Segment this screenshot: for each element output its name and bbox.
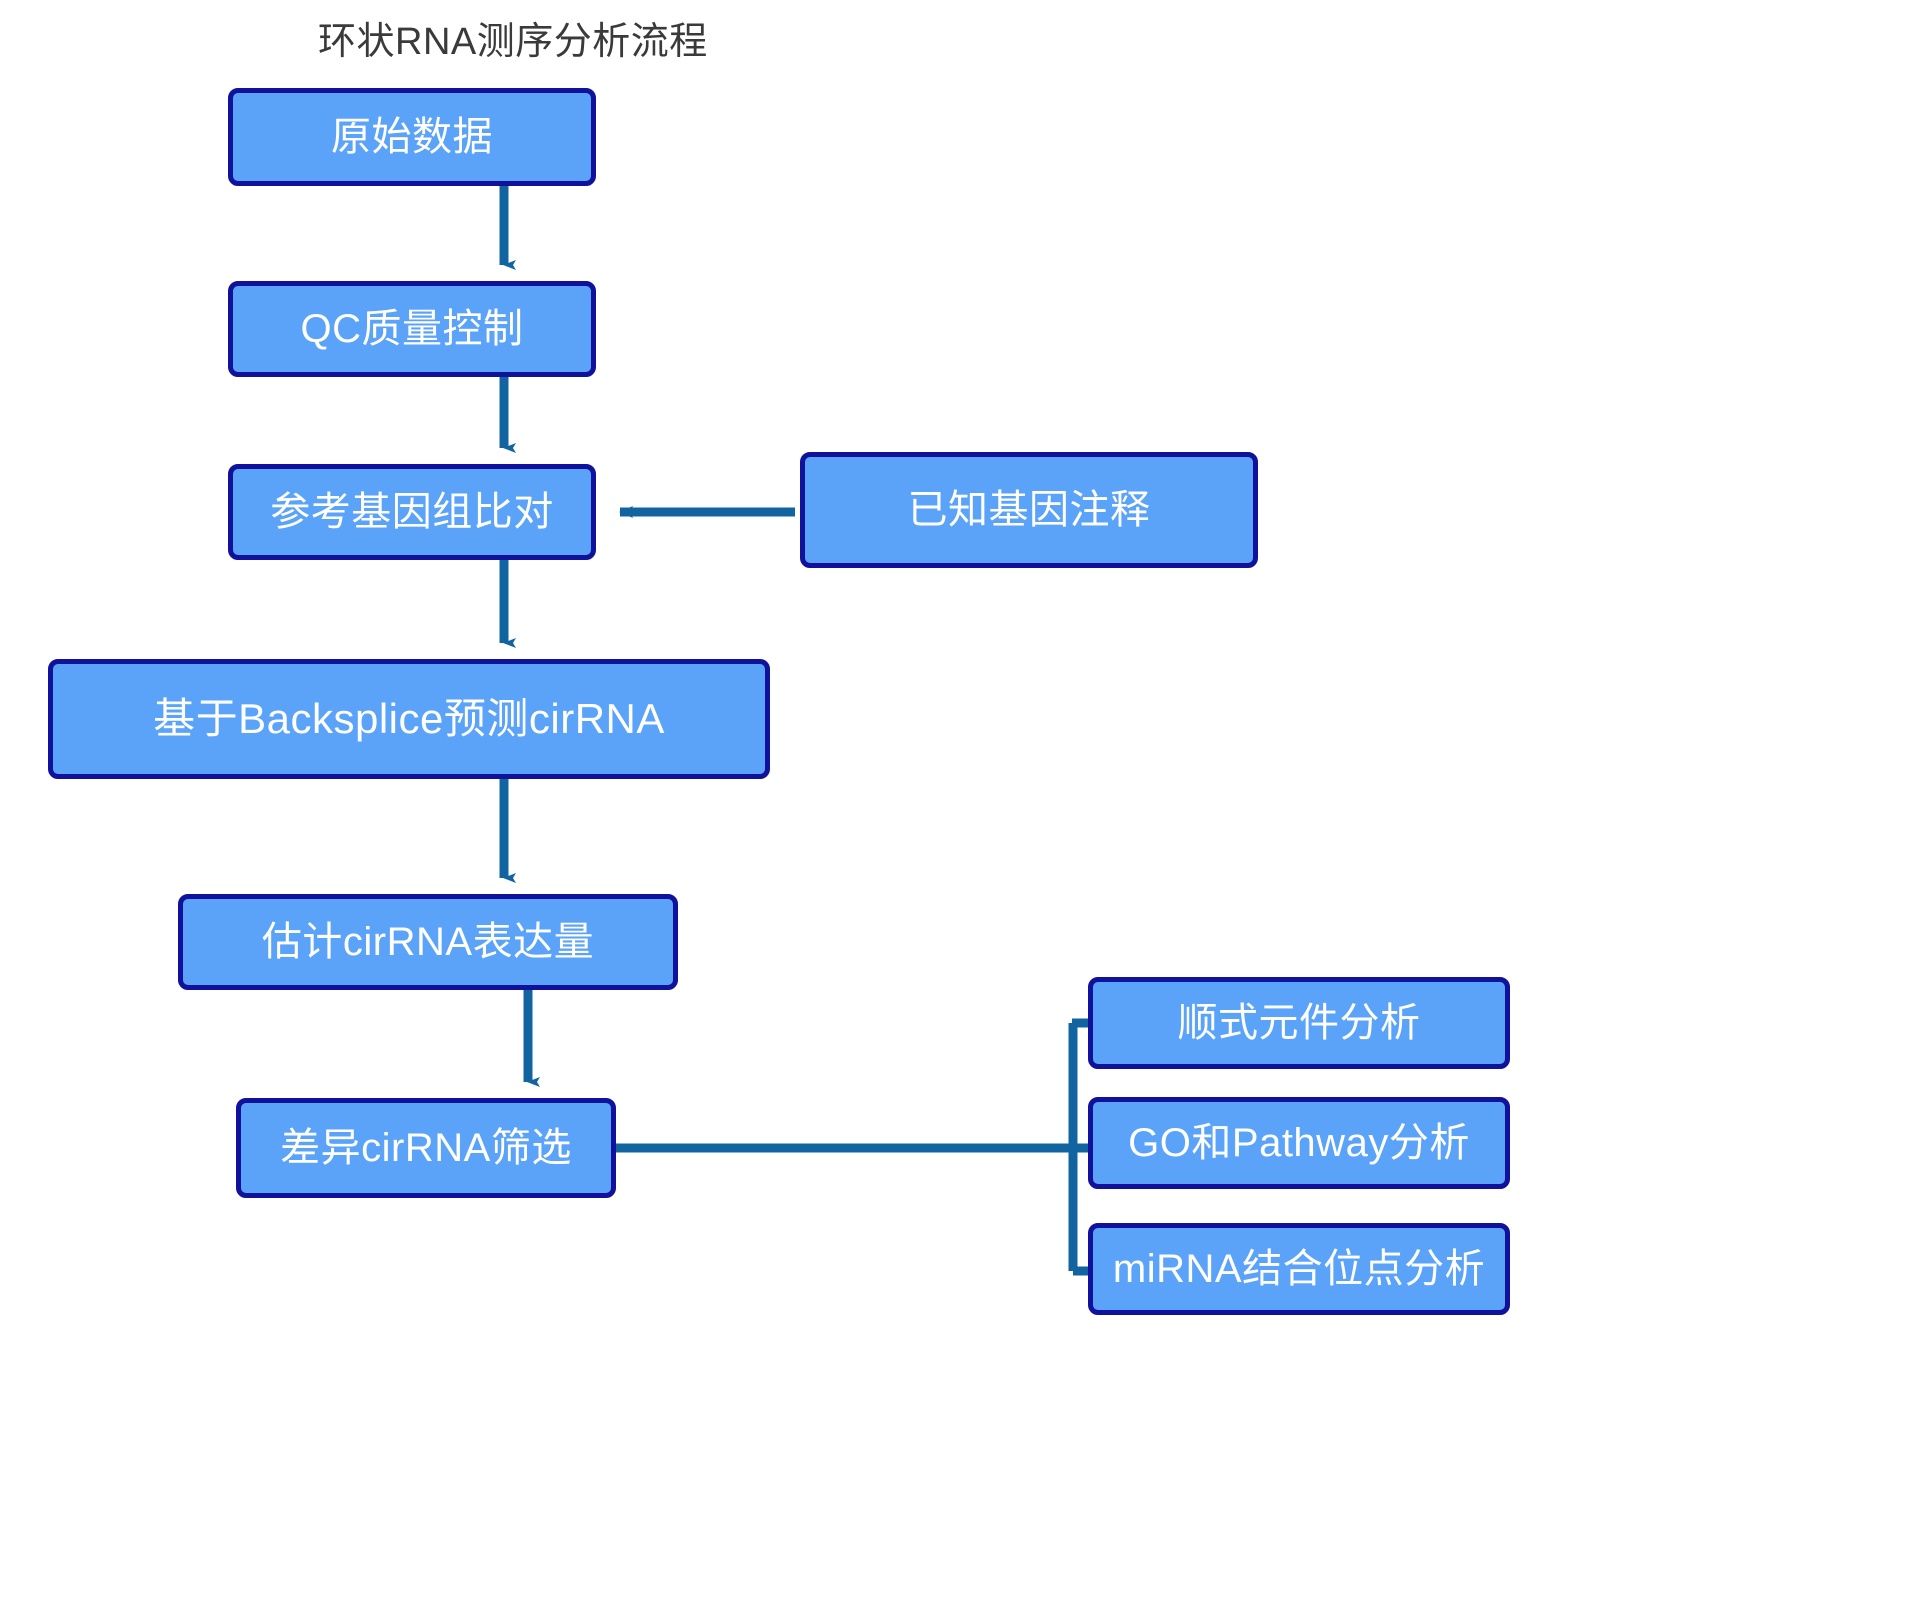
node-backsplice-cirrna-prediction[interactable]: 基于Backsplice预测cirRNA [48, 659, 770, 779]
node-estimate-cirrna-expression[interactable]: 估计cirRNA表达量 [178, 894, 678, 990]
node-qc-quality-control[interactable]: QC质量控制 [228, 281, 596, 377]
node-label: 已知基因注释 [907, 488, 1151, 532]
node-differential-cirrna-screening[interactable]: 差异cirRNA筛选 [236, 1098, 616, 1198]
node-go-pathway-analysis[interactable]: GO和Pathway分析 [1088, 1097, 1510, 1189]
page-title: 环状RNA测序分析流程 [318, 21, 708, 63]
node-label: 顺式元件分析 [1177, 1001, 1421, 1045]
node-label: 估计cirRNA表达量 [261, 920, 595, 964]
node-mirna-binding-site-analysis[interactable]: miRNA结合位点分析 [1088, 1223, 1510, 1315]
node-label: miRNA结合位点分析 [1112, 1247, 1486, 1291]
node-label: QC质量控制 [300, 307, 524, 351]
node-label: 基于Backsplice预测cirRNA [153, 694, 665, 742]
node-label: 差异cirRNA筛选 [280, 1126, 572, 1170]
node-label: 原始数据 [331, 115, 493, 159]
node-reference-genome-alignment[interactable]: 参考基因组比对 [228, 464, 596, 560]
node-raw-data[interactable]: 原始数据 [228, 88, 596, 186]
node-known-gene-annotation[interactable]: 已知基因注释 [800, 452, 1258, 568]
node-cis-element-analysis[interactable]: 顺式元件分析 [1088, 977, 1510, 1069]
edge-diff-trunk [616, 1023, 1078, 1271]
node-label: 参考基因组比对 [270, 490, 554, 534]
node-label: GO和Pathway分析 [1128, 1121, 1470, 1165]
